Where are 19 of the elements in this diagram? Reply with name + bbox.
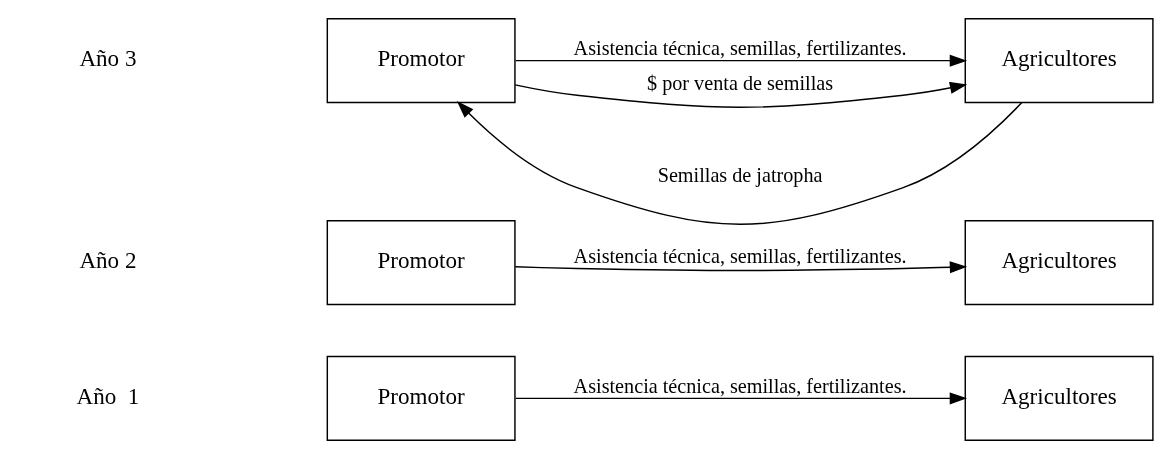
node-box: Agricultores xyxy=(964,355,1154,441)
arrow xyxy=(514,81,968,108)
node-box: Promotor xyxy=(326,220,516,306)
edge-label: Asistencia técnica, semillas, fertilizantes. xyxy=(573,244,907,267)
label: Año 1 xyxy=(76,382,140,409)
edge-label: Asistencia técnica, semillas, fertilizantes. xyxy=(573,374,907,397)
node-box: Promotor xyxy=(326,18,516,104)
arrow xyxy=(456,101,1023,226)
label: Año 3 xyxy=(79,45,137,72)
label: Año 2 xyxy=(79,247,137,274)
edge-label: Asistencia técnica, semillas, fertilizantes. xyxy=(573,37,907,60)
edge-label: $ por venta de semillas xyxy=(647,71,834,94)
edge-label: Semillas de jatropha xyxy=(657,164,823,187)
node-box: Agricultores xyxy=(964,18,1154,104)
node-box: Promotor xyxy=(326,355,516,441)
node-box: Agricultores xyxy=(964,220,1154,306)
arrow xyxy=(514,54,968,67)
arrow xyxy=(514,261,968,274)
arrow xyxy=(514,392,968,405)
